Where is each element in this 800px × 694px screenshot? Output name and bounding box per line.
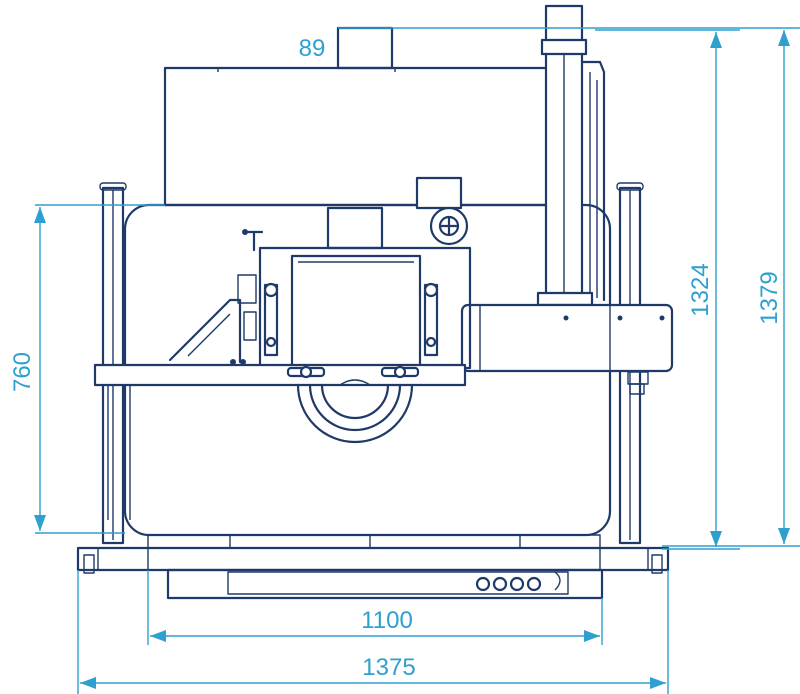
sliding-table [460,303,674,373]
dim-label-top-extension: 89 [299,35,326,62]
dim-label-total-width: 1375 [362,654,415,681]
saw-guard [290,254,422,368]
motor-housing [415,176,463,210]
carriage-frame [258,246,472,370]
machine-body [76,4,674,600]
rear-housing [163,66,547,207]
carriage-top [326,206,384,250]
dim-label-inner-width: 1100 [361,607,413,634]
dim-label-table-height: 760 [9,352,36,392]
working-table [93,363,467,387]
dim-label-height-total: 1379 [756,271,783,324]
dimension-lines [34,27,800,694]
top-duct [336,26,394,70]
saw-blade-guard [296,383,414,444]
base-frame [76,546,670,572]
dim-label-height-front: 1324 [687,263,714,316]
lower-drawer [166,568,604,600]
